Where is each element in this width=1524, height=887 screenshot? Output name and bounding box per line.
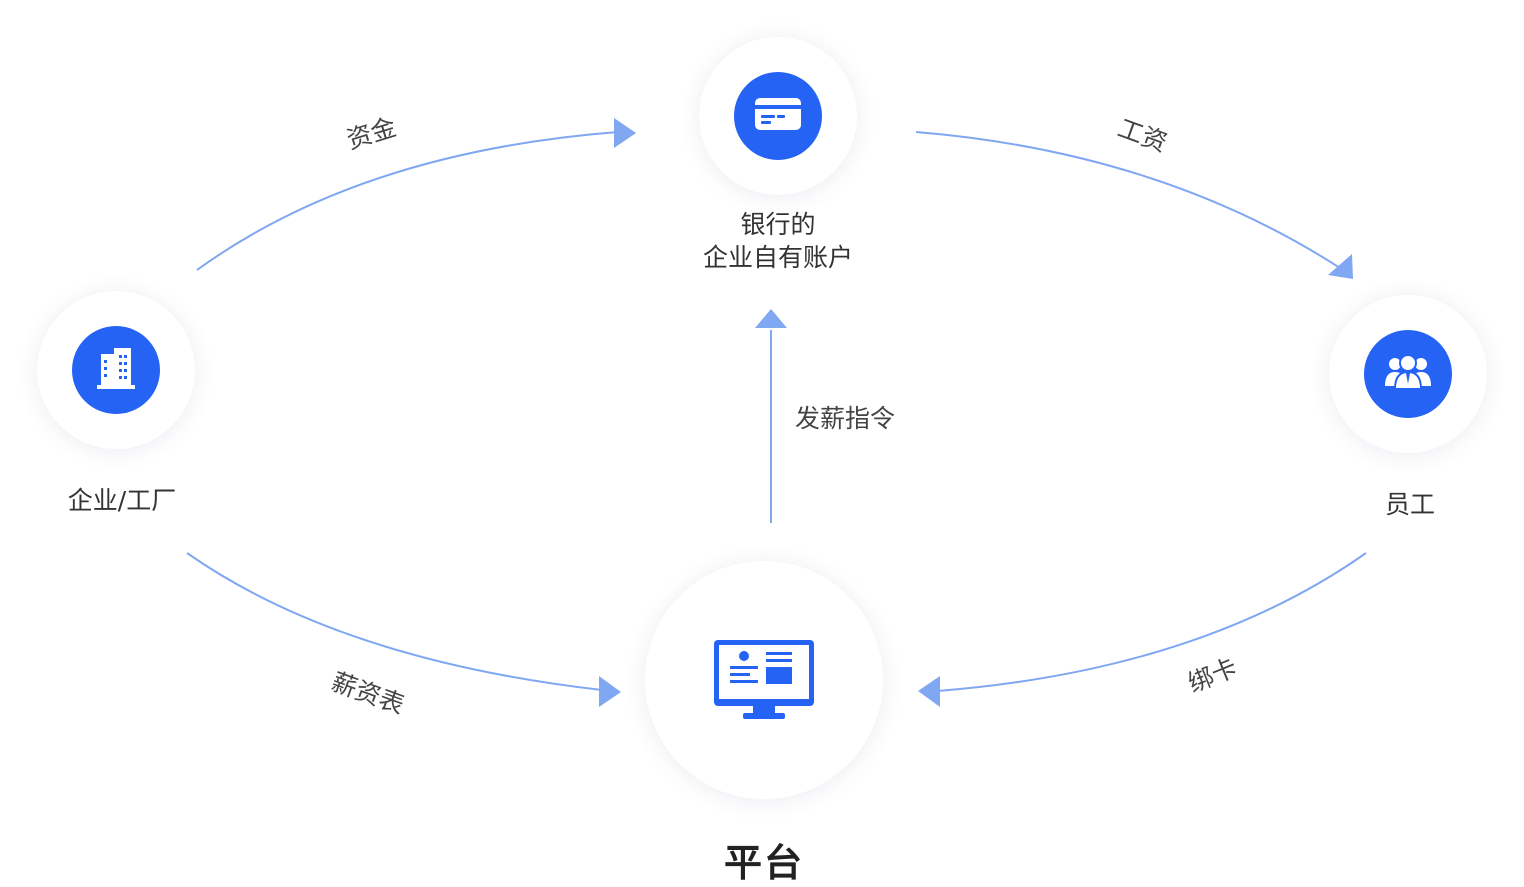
enterprise-label: 企业/工厂: [67, 486, 177, 515]
payroll-sheet-arrowhead: [599, 676, 621, 707]
employee-label: 员工: [1384, 490, 1435, 519]
monitor-dashboard-icon: [713, 639, 815, 725]
building-icon: [95, 346, 137, 394]
payroll-sheet-arrow-line: [186, 552, 603, 691]
bind-card-arrow-line: [937, 552, 1367, 692]
bank-label-line2: 企业自有账户: [702, 243, 853, 272]
users-icon: [1383, 354, 1433, 394]
funds-arrowhead: [614, 118, 636, 148]
instruction-arrowhead: [755, 309, 787, 328]
bank-label-line1: 银行的: [740, 210, 816, 239]
card-icon: [754, 97, 802, 135]
enterprise-badge: [72, 326, 160, 414]
bank-label: 银行的 企业自有账户: [660, 208, 896, 274]
bank-badge: [734, 72, 822, 160]
funds-arrow-line: [196, 131, 619, 271]
bind-card-arrowhead: [918, 676, 940, 707]
instruction-edge-label: 发薪指令: [795, 404, 896, 433]
platform-label: 平台: [723, 841, 804, 885]
salary-arrowhead: [1328, 254, 1353, 279]
employee-badge: [1364, 330, 1452, 418]
salary-arrow-line: [915, 131, 1341, 269]
